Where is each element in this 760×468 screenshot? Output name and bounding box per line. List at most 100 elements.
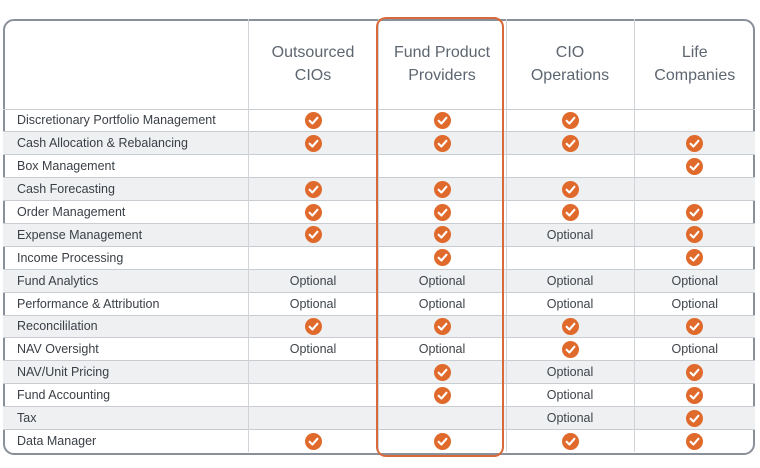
cell-life-companies (634, 245, 755, 270)
row-label: Data Manager (3, 428, 249, 453)
optional-label: Optional (546, 388, 594, 403)
table-row: Income Processing (3, 245, 755, 270)
cell-fund-product-providers (378, 131, 507, 155)
cell-cio-operations: Optional (506, 406, 635, 430)
optional-label: Optional (289, 296, 337, 311)
cell-outsourced-cios: Optional (248, 337, 379, 361)
cell-cio-operations: Optional (506, 383, 635, 407)
cell-cio-operations: Optional (506, 360, 635, 384)
cell-fund-product-providers (378, 314, 507, 338)
cell-life-companies (634, 314, 755, 338)
cell-outsourced-cios (248, 406, 379, 430)
check-circle-icon (433, 203, 451, 221)
cell-outsourced-cios (248, 222, 379, 247)
cell-fund-product-providers (378, 154, 507, 178)
cell-fund-product-providers (378, 108, 507, 132)
check-circle-icon (304, 134, 322, 152)
optional-label: Optional (546, 411, 594, 426)
optional-label: Optional (671, 296, 719, 311)
optional-label: Optional (546, 365, 594, 380)
cell-life-companies (634, 383, 755, 407)
table-row: Tax Optional (3, 406, 755, 430)
row-label: Performance & Attribution (3, 291, 249, 316)
cell-life-companies (634, 222, 755, 247)
cell-outsourced-cios (248, 360, 379, 384)
cell-outsourced-cios: Optional (248, 268, 379, 293)
check-circle-icon (433, 111, 451, 129)
cell-outsourced-cios (248, 108, 379, 132)
row-label: Reconcililation (3, 314, 249, 338)
cell-life-companies (634, 200, 755, 224)
table-row: Expense Management Optional (3, 222, 755, 247)
cell-outsourced-cios (248, 428, 379, 453)
optional-label: Optional (418, 296, 466, 311)
cell-cio-operations (506, 428, 635, 453)
cell-fund-product-providers: Optional (378, 268, 507, 293)
row-label: Cash Forecasting (3, 177, 249, 201)
check-circle-icon (686, 432, 704, 450)
header-corner (3, 19, 249, 109)
check-circle-icon (561, 317, 579, 335)
cell-cio-operations (506, 131, 635, 155)
cell-life-companies (634, 360, 755, 384)
row-label: Box Management (3, 154, 249, 178)
check-circle-icon (433, 363, 451, 381)
check-circle-icon (686, 203, 704, 221)
cell-life-companies (634, 131, 755, 155)
cell-outsourced-cios: Optional (248, 291, 379, 316)
row-label: Cash Allocation & Rebalancing (3, 131, 249, 155)
cell-fund-product-providers (378, 222, 507, 247)
table-row: Order Management (3, 200, 755, 224)
check-circle-icon (433, 317, 451, 335)
optional-label: Optional (546, 227, 594, 242)
table-row: Box Management (3, 154, 755, 178)
cell-cio-operations (506, 200, 635, 224)
cell-cio-operations: Optional (506, 222, 635, 247)
check-circle-icon (433, 180, 451, 198)
cell-life-companies: Optional (634, 268, 755, 293)
check-circle-icon (304, 317, 322, 335)
check-circle-icon (561, 203, 579, 221)
table-row: Discretionary Portfolio Management (3, 108, 755, 132)
check-circle-icon (304, 226, 322, 244)
cell-fund-product-providers: Optional (378, 291, 507, 316)
check-circle-icon (686, 386, 704, 404)
row-label: Expense Management (3, 222, 249, 247)
check-circle-icon (304, 180, 322, 198)
cell-cio-operations (506, 245, 635, 270)
cell-fund-product-providers (378, 428, 507, 453)
cell-life-companies: Optional (634, 337, 755, 361)
table-row: Cash Allocation & Rebalancing (3, 131, 755, 155)
check-circle-icon (433, 432, 451, 450)
row-label: NAV/Unit Pricing (3, 360, 249, 384)
cell-cio-operations (506, 314, 635, 338)
cell-outsourced-cios (248, 154, 379, 178)
check-circle-icon (561, 340, 579, 358)
check-circle-icon (686, 226, 704, 244)
table-row: Reconcililation (3, 314, 755, 338)
row-label: Tax (3, 406, 249, 430)
cell-outsourced-cios (248, 383, 379, 407)
optional-label: Optional (289, 342, 337, 357)
optional-label: Optional (289, 273, 337, 288)
cell-fund-product-providers (378, 383, 507, 407)
cell-outsourced-cios (248, 131, 379, 155)
optional-label: Optional (671, 342, 719, 357)
optional-label: Optional (671, 273, 719, 288)
cell-cio-operations (506, 337, 635, 361)
table-row: Fund Accounting Optional (3, 383, 755, 407)
row-label: Fund Accounting (3, 383, 249, 407)
check-circle-icon (686, 409, 704, 427)
table-row: NAV/Unit Pricing Optional (3, 360, 755, 384)
cell-outsourced-cios (248, 200, 379, 224)
check-circle-icon (561, 134, 579, 152)
optional-label: Optional (546, 296, 594, 311)
check-circle-icon (433, 226, 451, 244)
optional-label: Optional (546, 273, 594, 288)
